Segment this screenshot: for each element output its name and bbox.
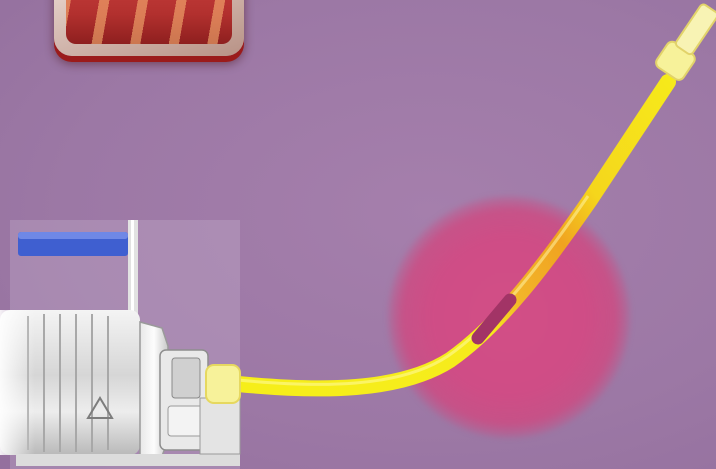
catheter-tip-connector[interactable] — [654, 0, 716, 82]
yellow-tube[interactable] — [238, 82, 668, 388]
pump-connector[interactable] — [206, 365, 240, 403]
